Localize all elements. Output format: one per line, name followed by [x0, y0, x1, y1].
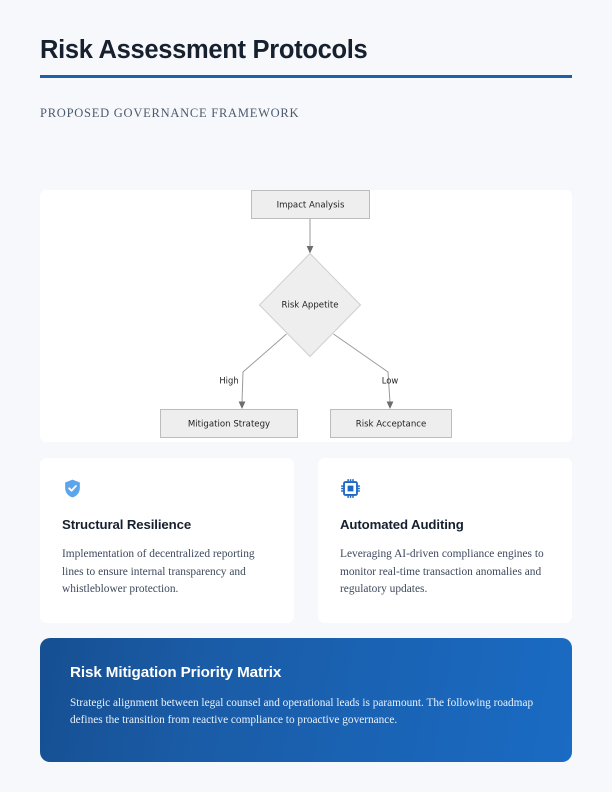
edge-appetite-to-acceptance: Low — [333, 333, 399, 409]
node-label: Risk Appetite — [281, 301, 338, 311]
node-shape-box — [251, 190, 370, 219]
feature-card-body: Implementation of decentralized reportin… — [62, 548, 255, 596]
node-label: Impact Analysis — [277, 201, 345, 211]
page-header: Risk Assessment Protocols PROPOSED GOVER… — [40, 0, 572, 121]
feature-card-title: Structural Resilience — [62, 517, 192, 532]
page-title: Risk Assessment Protocols — [40, 36, 368, 64]
feature-card-structural-resilience: Structural Resilience Implementation of … — [40, 458, 294, 624]
node-shape-diamond — [258, 252, 362, 358]
flowchart-node-risk-appetite[interactable]: Risk Appetite — [258, 252, 362, 358]
arrowhead-icon — [306, 246, 314, 254]
shield-check-icon — [65, 479, 80, 498]
feature-card-automated-auditing: Automated Auditing Leveraging AI-driven … — [318, 458, 572, 624]
node-label: Risk Acceptance — [356, 420, 427, 430]
edge-impact-to-appetite — [306, 218, 314, 254]
flowchart-panel: High Low Impact Analysis Risk Appetite — [40, 190, 572, 442]
flowchart-node-risk-acceptance[interactable]: Risk Acceptance — [330, 409, 452, 438]
banner-title: Risk Mitigation Priority Matrix — [70, 664, 282, 681]
edge-label-low: Low — [382, 376, 399, 386]
node-label: Mitigation Strategy — [188, 420, 270, 430]
flowchart-node-mitigation-strategy[interactable]: Mitigation Strategy — [160, 409, 298, 438]
feature-card-list: Structural Resilience Implementation of … — [40, 458, 572, 624]
flowchart-svg: High Low Impact Analysis Risk Appetite — [160, 190, 452, 438]
edge-line — [333, 333, 391, 403]
title-underline-rule — [40, 75, 572, 79]
banner-body: Strategic alignment between legal counse… — [70, 697, 534, 726]
page-subtitle: PROPOSED GOVERNANCE FRAMEWORK — [40, 106, 300, 121]
node-shape-box — [160, 409, 298, 438]
edge-line — [241, 333, 287, 403]
flowchart-node-impact-analysis[interactable]: Impact Analysis — [251, 190, 370, 219]
edge-appetite-to-mitigation: High — [219, 333, 287, 409]
arrowhead-icon — [238, 401, 246, 409]
cpu-chip-icon — [341, 479, 360, 498]
priority-matrix-banner: Risk Mitigation Priority Matrix Strategi… — [40, 638, 572, 762]
node-shape-box — [330, 409, 452, 438]
edge-label-high: High — [219, 376, 238, 386]
feature-card-title: Automated Auditing — [340, 517, 464, 532]
arrowhead-icon — [386, 401, 394, 409]
feature-card-body: Leveraging AI-driven compliance engines … — [340, 548, 544, 596]
